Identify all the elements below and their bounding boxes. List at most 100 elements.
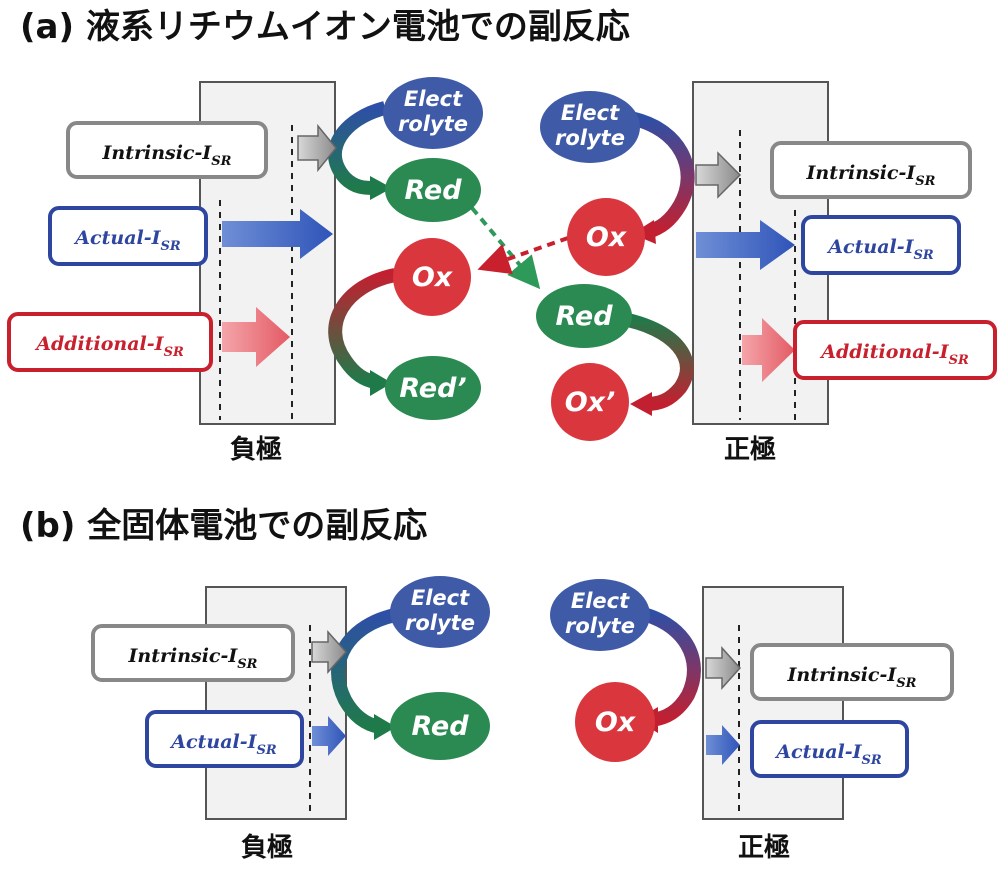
additional-current-box-pos-a: Additional-ISR: [793, 320, 997, 380]
red-label: Red: [555, 301, 613, 332]
section-a: (a) 液系リチウムイオン電池での副反応 負極 正極 Elect rolyte: [7, 7, 997, 465]
intrinsic-current-box-neg-b: Intrinsic-ISR: [91, 624, 295, 682]
electrolyte-label-line2: rolyte: [565, 614, 635, 638]
curved-arrow-electrolyte-to-ox-pos-a: [628, 111, 695, 239]
ox-label: Ox: [595, 707, 637, 738]
additional-current-subscript: SR: [949, 353, 969, 368]
actual-current-label: Actual-I: [73, 227, 161, 249]
additional-current-label: Additional-I: [34, 333, 164, 355]
svg-text:Actual-ISR: Actual-ISR: [826, 236, 934, 263]
intrinsic-current-arrow-pos-b: [705, 646, 742, 690]
ox-label: Ox: [586, 222, 628, 253]
redprime-blob-neg-a: Red’: [385, 356, 481, 420]
intrinsic-current-box-pos-b: Intrinsic-ISR: [750, 643, 954, 701]
electrolyte-label-line1: Elect: [411, 586, 470, 610]
svg-text:Additional-ISR: Additional-ISR: [819, 341, 969, 368]
ox-prime-label: Ox’: [565, 387, 616, 418]
intrinsic-current-subscript: SR: [237, 657, 257, 672]
additional-current-subscript: SR: [164, 345, 184, 360]
ox-blob-pos-a: Ox: [567, 198, 645, 276]
curved-arrow-ox-to-redprime-neg-a: [328, 268, 397, 389]
curved-arrow-electrolyte-to-red-b: [331, 608, 397, 734]
arrowhead-icon: [370, 176, 392, 200]
svg-text:Actual-ISR: Actual-ISR: [169, 731, 277, 758]
intrinsic-current-label: Intrinsic-I: [128, 645, 239, 667]
intrinsic-current-box-neg-a: Intrinsic-ISR: [66, 121, 268, 179]
negative-electrode-b: [205, 586, 347, 820]
svg-text:Intrinsic-ISR: Intrinsic-ISR: [787, 664, 917, 691]
electrolyte-blob-pos-a: Elect rolyte: [540, 91, 640, 163]
electrolyte-label-line1: Elect: [571, 589, 630, 613]
electrolyte-label-line2: rolyte: [405, 611, 475, 635]
electrolyte-label-line2: rolyte: [398, 112, 468, 136]
curved-arrow-electrolyte-to-red-neg-a: [328, 101, 387, 195]
actual-current-subscript: SR: [914, 248, 934, 263]
oxprime-blob-pos-a: Ox’: [551, 363, 629, 441]
red-blob-pos-a: Red: [536, 284, 632, 348]
intrinsic-current-subscript: SR: [211, 154, 231, 169]
intrinsic-current-subscript: SR: [915, 174, 935, 189]
electrolyte-label-line2: rolyte: [555, 126, 625, 150]
svg-text:Intrinsic-ISR: Intrinsic-ISR: [128, 645, 258, 672]
actual-current-box-pos-b: Actual-ISR: [750, 720, 909, 778]
additional-current-arrow-pos-a: [742, 318, 795, 382]
intrinsic-current-label: Intrinsic-I: [806, 162, 917, 184]
red-label: Red: [404, 175, 462, 206]
svg-text:Intrinsic-ISR: Intrinsic-ISR: [102, 142, 232, 169]
svg-text:Actual-ISR: Actual-ISR: [73, 227, 181, 254]
positive-electrode-b: [702, 586, 844, 820]
actual-current-arrow-neg-b: [312, 716, 346, 756]
positive-electrode-label-a: 正極: [724, 435, 776, 465]
intrinsic-current-label: Intrinsic-I: [787, 664, 898, 686]
arrowhead-icon: [374, 714, 396, 740]
svg-text:Additional-ISR: Additional-ISR: [34, 333, 184, 360]
intrinsic-current-box-pos-a: Intrinsic-ISR: [770, 141, 972, 199]
negative-electrode-label-b: 負極: [241, 833, 293, 863]
red-label: Red: [411, 711, 469, 742]
intrinsic-current-arrow-neg-a: [297, 123, 337, 173]
intrinsic-current-arrow-pos-a: [695, 151, 742, 199]
ox-blob-neg-a: Ox: [393, 238, 471, 316]
actual-current-label: Actual-I: [169, 731, 257, 753]
intrinsic-current-arrow-neg-b: [311, 630, 348, 674]
additional-current-arrow-neg-a: [222, 307, 290, 367]
svg-text:Actual-ISR: Actual-ISR: [774, 741, 882, 768]
actual-current-box-neg-a: Actual-ISR: [48, 206, 208, 266]
actual-current-box-pos-a: Actual-ISR: [801, 215, 961, 275]
additional-current-label: Additional-I: [819, 341, 949, 363]
negative-electrode-label-a: 負極: [230, 435, 282, 465]
section-a-title: (a) 液系リチウムイオン電池での副反応: [20, 7, 630, 47]
additional-current-box-neg-a: Additional-ISR: [7, 312, 213, 372]
actual-current-subscript: SR: [161, 239, 181, 254]
actual-current-box-neg-b: Actual-ISR: [145, 710, 304, 768]
curved-arrow-red-to-oxprime-pos-a: [616, 311, 694, 411]
positive-electrode-label-b: 正極: [738, 833, 790, 863]
red-blob-neg-a: Red: [385, 158, 481, 222]
intrinsic-current-subscript: SR: [896, 676, 916, 691]
electrolyte-blob-pos-b: Elect rolyte: [550, 579, 650, 651]
shuttle-arrow-ox-to-negative: [477, 236, 569, 275]
intrinsic-current-label: Intrinsic-I: [102, 142, 213, 164]
arrowhead-icon: [370, 370, 392, 396]
arrowhead-icon: [630, 392, 652, 416]
ox-label: Ox: [412, 262, 454, 293]
actual-current-arrow-pos-a: [696, 220, 795, 270]
ox-blob-b: Ox: [575, 682, 655, 762]
curved-arrow-electrolyte-to-ox-b: [633, 605, 701, 727]
actual-current-label: Actual-I: [826, 236, 914, 258]
actual-current-arrow-pos-b: [706, 725, 740, 765]
shuttle-arrow-red-to-positive: [470, 206, 541, 290]
red-blob-b: Red: [390, 692, 490, 760]
electrolyte-blob-neg-b: Elect rolyte: [390, 576, 490, 648]
actual-current-subscript: SR: [862, 753, 882, 768]
actual-current-subscript: SR: [257, 743, 277, 758]
actual-current-arrow-neg-a: [222, 209, 333, 259]
section-b-title: (b) 全固体電池での副反応: [20, 506, 427, 546]
electrolyte-label-line1: Elect: [404, 87, 463, 111]
section-b: (b) 全固体電池での副反応 負極 正極 Elect rolyte Red El…: [20, 506, 954, 863]
electrolyte-blob-neg-a: Elect rolyte: [383, 77, 483, 149]
svg-text:Intrinsic-ISR: Intrinsic-ISR: [806, 162, 936, 189]
actual-current-label: Actual-I: [774, 741, 862, 763]
electrolyte-label-line1: Elect: [561, 101, 620, 125]
